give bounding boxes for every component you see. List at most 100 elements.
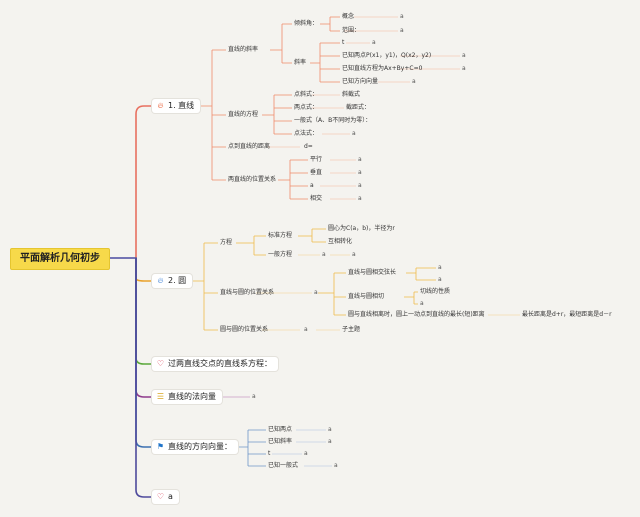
flame-icon: 🔥︎ — [157, 101, 164, 110]
topic-tangent[interactable]: 直线与圆相切 — [348, 293, 385, 300]
topic-two-lines-relation[interactable]: 两直线的位置关系 — [228, 176, 277, 183]
topic-intercept[interactable]: 截距式： — [346, 104, 371, 111]
branch-direction-vector[interactable]: ⚑直线的方向向量： — [152, 440, 238, 454]
topic-k1-value[interactable]: a — [372, 39, 376, 46]
topic-parallel-value[interactable]: a — [358, 156, 362, 163]
branch-circle-label: 2. 圆 — [168, 276, 187, 285]
topic-perpendicular-value[interactable]: a — [358, 169, 362, 176]
topic-k4[interactable]: 已知方向向量 — [342, 78, 379, 85]
topic-k1[interactable]: t — [342, 39, 345, 46]
topic-general-equation-value-2[interactable]: a — [352, 251, 356, 258]
topic-known-two-points[interactable]: 已知两点 — [268, 426, 293, 433]
branch-normal-vector[interactable]: ☰直线的法向量 — [152, 390, 222, 404]
topic-normal-vector-value[interactable]: a — [252, 393, 256, 400]
topic-general-form[interactable]: 一般式（A、B不同时为零）： — [294, 117, 372, 124]
topic-concept-value[interactable]: a — [400, 13, 404, 20]
topic-circle-circle-value[interactable]: a — [304, 326, 308, 333]
topic-tangent-value[interactable]: a — [420, 300, 424, 307]
connector-pos-children — [278, 159, 308, 200]
connector-trunk-b3 — [135, 257, 153, 365]
topic-point-line-distance[interactable]: 点到直线的距离 — [228, 143, 271, 150]
topic-distance-formula[interactable]: d= — [304, 143, 313, 150]
topic-chord-value-2[interactable]: a — [438, 276, 442, 283]
connector-eq-children — [262, 94, 292, 135]
topic-p3-value[interactable]: a — [358, 182, 362, 189]
topic-known-slope[interactable]: 已知斜率 — [268, 438, 293, 445]
topic-point-slope[interactable]: 点斜式： — [294, 91, 319, 98]
coin-icon: ☰ — [156, 392, 165, 401]
flag-icon: ⚑ — [156, 442, 165, 451]
connector-trunk-b6 — [135, 257, 153, 498]
root-topic[interactable]: 平面解析几何初步 — [10, 248, 110, 270]
connector-incl-children — [320, 16, 340, 32]
branch-misc-label: a — [168, 492, 173, 501]
topic-perpendicular[interactable]: 垂直 — [310, 169, 323, 176]
connector-trunk-b1 — [135, 105, 153, 259]
connector-std-children — [298, 228, 326, 243]
branch-misc[interactable]: ♡a — [152, 490, 179, 504]
connector-b1-children — [200, 49, 226, 181]
topic-p3[interactable]: a — [310, 182, 314, 189]
topic-circle-circle-relation[interactable]: 圆与圆的位置关系 — [220, 326, 269, 333]
topic-known-two-points-value[interactable]: a — [328, 426, 332, 433]
topic-center-radius[interactable]: 圆心为C(a，b)，半径为r — [328, 225, 395, 232]
topic-k3[interactable]: 已知直线方程为Ax+By+C=0 — [342, 65, 423, 72]
branch-line-family[interactable]: ♡过两直线交点的直线系方程： — [152, 357, 278, 371]
connector-chord-children — [406, 267, 436, 281]
topic-intersect[interactable]: 相交 — [310, 195, 323, 202]
topic-slope-intercept[interactable]: 斜截式 — [342, 91, 361, 98]
connector-b5-children — [236, 429, 266, 467]
topic-slope[interactable]: 直线的斜率 — [228, 46, 259, 53]
topic-known-general-form-value[interactable]: a — [334, 462, 338, 469]
topic-k2[interactable]: 已知两点P(x1，y1)，Q(x2，y2) — [342, 52, 432, 59]
topic-tangent-property[interactable]: 切线的性质 — [420, 288, 451, 295]
topic-range-value[interactable]: a — [400, 27, 404, 34]
topic-k2-value[interactable]: a — [462, 52, 466, 59]
topic-range[interactable]: 范围： — [342, 27, 361, 34]
topic-line-circle-value[interactable]: a — [314, 289, 318, 296]
topic-k4-value[interactable]: a — [412, 78, 416, 85]
topic-chord-value-1[interactable]: a — [438, 264, 442, 271]
branch-line[interactable]: 🔥︎1. 直线 — [152, 99, 201, 113]
topic-d3[interactable]: t — [268, 450, 271, 457]
connector-b2-children — [192, 242, 218, 331]
topic-k3-value[interactable]: a — [462, 65, 466, 72]
topic-circle-equation[interactable]: 方程 — [220, 239, 233, 246]
topic-known-slope-value[interactable]: a — [328, 438, 332, 445]
connector-trunk-b5 — [135, 257, 153, 448]
branch-circle[interactable]: 🔥︎2. 圆 — [152, 274, 193, 288]
leaf-lines-b1 — [268, 16, 460, 200]
topic-concept[interactable]: 概念 — [342, 13, 355, 20]
topic-intersect-value[interactable]: a — [358, 195, 362, 202]
topic-point-normal[interactable]: 点法式： — [294, 130, 319, 137]
topic-parallel[interactable]: 平行 — [310, 156, 323, 163]
topic-known-general-form[interactable]: 已知一般式 — [268, 462, 299, 469]
connector-trunk-b4 — [135, 257, 153, 398]
connector-trunk-b2 — [135, 257, 153, 282]
topic-slope-k[interactable]: 斜率 — [294, 59, 307, 66]
topic-general-equation-value[interactable]: a — [322, 251, 326, 258]
topic-chord-length[interactable]: 直线与圆相交弦长 — [348, 269, 397, 276]
topic-d3-value[interactable]: a — [304, 450, 308, 457]
connector-lc-children — [318, 272, 346, 316]
connector-eq2-children — [236, 235, 266, 256]
topic-convert[interactable]: 互相转化 — [328, 238, 353, 245]
branch-direction-vector-label: 直线的方向向量： — [168, 442, 232, 451]
heart-icon: ♡ — [156, 359, 165, 368]
topic-subtopic[interactable]: 子主题 — [342, 326, 361, 333]
topic-separate-distance[interactable]: 圆与直线相离时，圆上一动点到直线的最长(短)距离 — [348, 311, 485, 318]
connector-tan-children — [404, 291, 418, 305]
heart-icon: ♡ — [156, 492, 165, 501]
connector-slope-children — [270, 23, 292, 64]
topic-line-circle-relation[interactable]: 直线与圆的位置关系 — [220, 289, 275, 296]
topic-standard-equation[interactable]: 标准方程 — [268, 232, 293, 239]
connector-k-children — [310, 42, 340, 83]
topic-separate-distance-value[interactable]: 最长距离是d+r，最短距离是d－r — [522, 311, 612, 318]
topic-line-equation[interactable]: 直线的方程 — [228, 111, 259, 118]
topic-general-equation[interactable]: 一般方程 — [268, 251, 293, 258]
topic-point-normal-value[interactable]: a — [352, 130, 356, 137]
topic-two-point[interactable]: 两点式： — [294, 104, 319, 111]
leaf-lines-b2 — [256, 254, 520, 331]
topic-inclination[interactable]: 倾斜角： — [294, 20, 319, 27]
